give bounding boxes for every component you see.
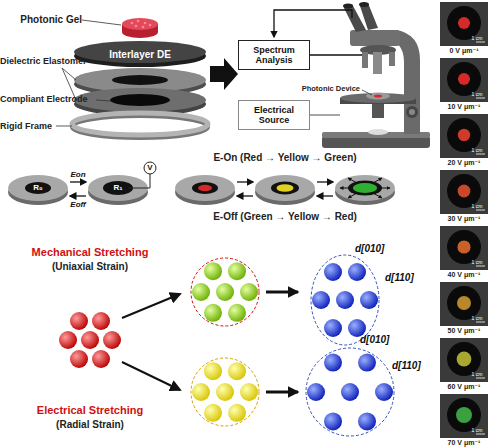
transition-arrow bbox=[237, 195, 253, 196]
spacing-label: d[010] bbox=[355, 243, 399, 255]
field-value: 20 V μm⁻¹ bbox=[438, 159, 490, 167]
radius-label: R₁ bbox=[110, 183, 126, 193]
source-box: Electrical Source bbox=[238, 100, 310, 130]
scale-bar-label: 1 cm bbox=[466, 315, 488, 321]
device-photo bbox=[440, 170, 488, 214]
part-name: Photonic Gel bbox=[4, 14, 82, 26]
leader-line bbox=[62, 68, 76, 80]
field-value: 60 V μm⁻¹ bbox=[438, 383, 490, 391]
device-photo bbox=[440, 282, 488, 326]
device-photo bbox=[440, 58, 488, 102]
transition-arrow bbox=[70, 195, 86, 196]
device-photo bbox=[440, 226, 488, 270]
transition-arrow bbox=[70, 181, 86, 182]
device-off bbox=[8, 175, 68, 205]
transition-arrow bbox=[317, 181, 333, 182]
field-value: 30 V μm⁻¹ bbox=[438, 215, 490, 223]
field-value: 50 V μm⁻¹ bbox=[438, 327, 490, 335]
leader-line bbox=[96, 100, 111, 101]
blue-lattice-radial bbox=[306, 348, 394, 436]
green-lattice bbox=[191, 258, 259, 326]
process-arrow bbox=[210, 58, 238, 90]
state-caption: E-Off (Green → Yellow → Red) bbox=[185, 211, 385, 223]
yellow-lattice bbox=[191, 358, 259, 426]
leader-line bbox=[56, 126, 72, 127]
part-name: Compliant Electrode bbox=[0, 94, 100, 105]
scale-bar-label: 1 cm bbox=[466, 35, 488, 41]
scale-bar-label: 1 cm bbox=[466, 427, 488, 433]
node-label: Electrical Source bbox=[239, 105, 309, 125]
node-label: Interlayer DE bbox=[109, 49, 171, 60]
radius-label: R₀ bbox=[30, 183, 46, 193]
scale-bar-label: 1 cm bbox=[466, 259, 488, 265]
rigid-frame bbox=[72, 113, 208, 138]
part-name: Photonic Device bbox=[300, 84, 360, 93]
section-subheading: (Radial Strain) bbox=[10, 419, 170, 431]
scale-bar-label: 1 cm bbox=[466, 371, 488, 377]
field-label: Eon bbox=[63, 170, 93, 180]
field-value: 70 V μm⁻¹ bbox=[438, 439, 490, 447]
section-subheading: (Uniaxial Strain) bbox=[10, 261, 170, 273]
field-value: 0 V μm⁻¹ bbox=[438, 47, 490, 55]
photonic-gel bbox=[122, 18, 158, 38]
field-value: 40 V μm⁻¹ bbox=[438, 271, 490, 279]
part-name: Dielectric Elastomer bbox=[0, 56, 110, 67]
leader-line bbox=[82, 20, 121, 25]
transition-arrow bbox=[237, 181, 253, 182]
leader-line bbox=[362, 90, 372, 95]
field-label: Eoff bbox=[63, 200, 93, 210]
blue-lattice-uniaxial bbox=[311, 255, 379, 345]
field-value: 10 V μm⁻¹ bbox=[438, 103, 490, 111]
strain-arrow bbox=[122, 294, 180, 318]
scale-bar-label: 1 cm bbox=[466, 147, 488, 153]
scale-bar-label: 1 cm bbox=[466, 91, 488, 97]
signal-line bbox=[310, 54, 362, 55]
spectrum-box: Spectrum Analysis bbox=[238, 40, 310, 70]
signal-line bbox=[274, 10, 352, 37]
scale-bar-label: 1 cm bbox=[466, 203, 488, 209]
device-photo bbox=[440, 2, 488, 46]
strain-arrow bbox=[266, 291, 298, 294]
red-lattice bbox=[59, 312, 121, 368]
section-heading: Mechanical Stretching bbox=[10, 246, 170, 259]
spacing-label: d[010] bbox=[360, 334, 404, 346]
device-green bbox=[335, 175, 395, 205]
device-photo bbox=[440, 114, 488, 158]
device-red bbox=[175, 175, 235, 205]
device-photo bbox=[440, 338, 488, 382]
interlayer-disk: Interlayer DE bbox=[74, 40, 206, 68]
node-label: Spectrum Analysis bbox=[239, 45, 309, 65]
device-photo bbox=[440, 394, 488, 438]
voltage-symbol: V bbox=[144, 163, 156, 173]
wire bbox=[310, 114, 340, 116]
device-yellow bbox=[255, 175, 315, 205]
state-caption: E-On (Red → Yellow → Green) bbox=[185, 152, 385, 164]
device-on bbox=[88, 162, 156, 205]
strain-arrow bbox=[266, 391, 298, 394]
spacing-label: d[110] bbox=[385, 272, 429, 284]
microscope bbox=[322, 2, 430, 148]
section-heading: Electrical Stretching bbox=[10, 404, 170, 417]
spacing-label: d[110] bbox=[392, 360, 436, 372]
part-name: Rigid Frame bbox=[0, 121, 60, 132]
strain-arrow bbox=[122, 362, 180, 390]
transition-arrow bbox=[317, 195, 333, 196]
